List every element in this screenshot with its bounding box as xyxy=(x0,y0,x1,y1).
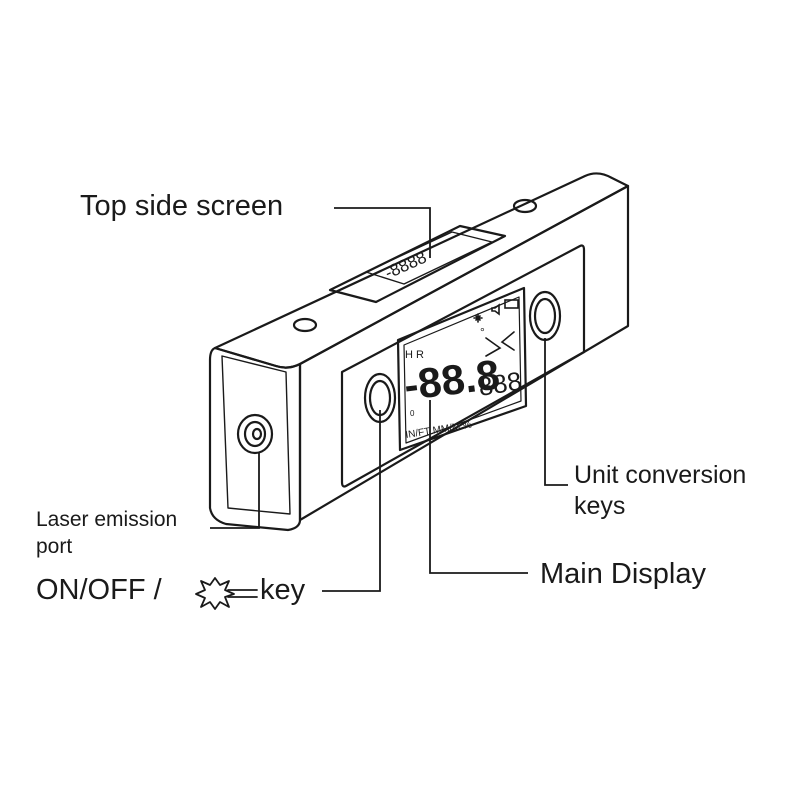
device-end-inner xyxy=(221,355,291,515)
laser-port-outer xyxy=(236,413,274,455)
callout-unit-conversion-line1: Unit conversion xyxy=(574,461,747,489)
top-hole-right xyxy=(512,198,538,214)
lcd-level-arrows xyxy=(485,331,515,357)
lcd-hr: H R xyxy=(405,349,424,361)
leader-top-screen xyxy=(334,207,431,258)
device-end-face xyxy=(208,346,302,532)
callout-top-side-screen: Top side screen xyxy=(80,190,284,222)
callout-main-display: Main Display xyxy=(540,558,706,590)
callout-onoff-prefix: ON/OFF / xyxy=(36,574,162,606)
lcd-battery-icon xyxy=(504,299,519,309)
lcd-light-icon xyxy=(473,313,483,323)
flash-burst-icon xyxy=(195,577,258,610)
lcd-sound-icon xyxy=(491,303,500,316)
unit-key[interactable] xyxy=(533,297,557,335)
top-screen-inner xyxy=(365,231,493,285)
laser-port-inner xyxy=(251,427,263,441)
lcd-zero: 0 xyxy=(410,409,415,418)
leader-laser-port xyxy=(210,452,260,529)
lcd-degree: ° xyxy=(480,325,485,339)
lcd-big-digits: -88.8 xyxy=(401,351,502,409)
top-hole-left xyxy=(292,317,318,333)
callout-laser-port-line2: port xyxy=(36,535,73,558)
leader-unit-keys xyxy=(544,338,568,486)
callout-laser-port-line1: Laser emission xyxy=(36,508,178,531)
main-display-frame xyxy=(396,286,528,452)
callout-unit-conversion-line2: keys xyxy=(574,492,626,520)
callout-onoff-suffix: key xyxy=(260,574,306,606)
laser-port-mid xyxy=(243,420,267,448)
leader-onoff-key xyxy=(322,410,381,592)
leader-main-display xyxy=(429,400,528,574)
main-display-inner xyxy=(403,296,522,444)
top-screen-window xyxy=(328,224,507,304)
front-panel xyxy=(340,244,586,488)
lcd-small-digits: 888 xyxy=(476,366,524,402)
onoff-key[interactable] xyxy=(368,379,392,417)
